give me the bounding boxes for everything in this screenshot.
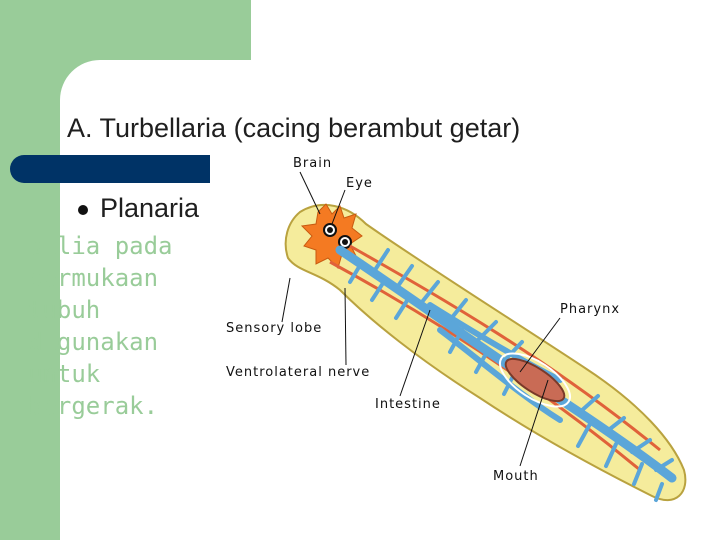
label-brain: Brain [293, 156, 332, 171]
label-intestine: Intestine [375, 397, 441, 412]
intestine-diverticula [348, 248, 674, 502]
green-side-strip [0, 0, 60, 540]
desc-line: silia pada [28, 232, 173, 260]
slide-title: A. Turbellaria (cacing berambut getar) [67, 113, 521, 143]
description-text: silia pada permukaan tubuh digunakan unt… [28, 230, 208, 422]
eye-pupil [342, 239, 348, 245]
eye-pupil [327, 227, 333, 233]
desc-line: bergerak. [28, 392, 159, 420]
pharynx [504, 357, 566, 403]
leader-lines [281, 171, 561, 467]
desc-line: tubuh [28, 296, 101, 324]
label-mouth: Mouth [493, 469, 539, 484]
label-sensory-lobe: Sensory lobe [226, 321, 322, 336]
desc-line: untuk [28, 360, 101, 388]
desc-line: digunakan [28, 328, 159, 356]
label-pharynx: Pharynx [560, 302, 620, 317]
label-ventrolateral-nerve: Ventrolateral nerve [226, 365, 370, 380]
desc-line: permukaan [28, 264, 159, 292]
intestine-branch [437, 327, 563, 423]
bullet-dot [78, 205, 88, 215]
label-eye: Eye [346, 176, 373, 191]
pharynx-sheath [499, 352, 571, 408]
bullet-planaria: Planaria [100, 193, 200, 223]
ventrolateral-nerve [329, 260, 641, 472]
title-accent-bar [10, 155, 210, 183]
